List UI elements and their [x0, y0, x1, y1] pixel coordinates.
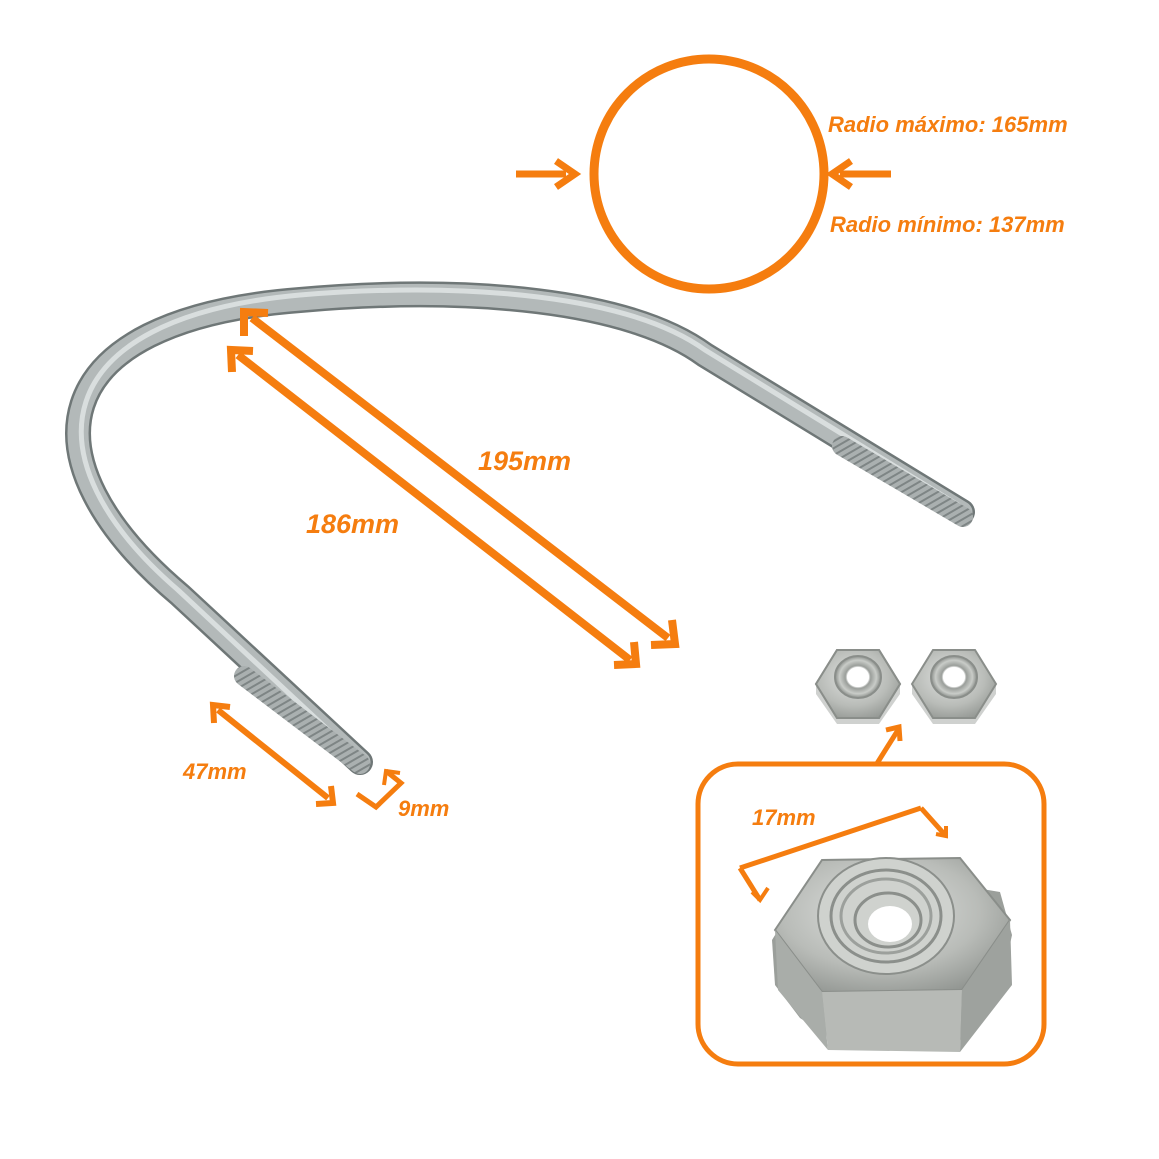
hex-nut-icon: [910, 649, 998, 724]
rod-diameter-label: 9mm: [398, 796, 449, 821]
u-bolt-icon: [65, 281, 975, 775]
inner-length-label: 186mm: [306, 509, 399, 539]
rod-diameter-dimension: 9mm: [355, 768, 449, 821]
right-thread: [832, 436, 973, 527]
nut-width-label: 17mm: [752, 805, 816, 830]
left-pointer-arrow: [516, 158, 582, 190]
outer-length-label: 195mm: [478, 446, 571, 476]
min-radius-label: Radio mínimo: 137mm: [830, 212, 1065, 237]
zoom-pointer-arrow: [873, 723, 903, 767]
left-thread: [234, 666, 370, 774]
hex-nut-large-icon: [772, 856, 1012, 1052]
nut-detail-box: 17mm: [695, 761, 1047, 1067]
thread-length-dimension: 47mm: [182, 701, 337, 807]
nut-width-dimension: 17mm: [737, 805, 948, 904]
inner-length-dimension: 186mm: [226, 345, 641, 669]
max-radius-label: Radio máximo: 165mm: [828, 112, 1068, 137]
right-pointer-arrow: [825, 158, 891, 190]
pipe-diameter-group: Radio máximo: 165mm Radio mínimo: 137mm: [516, 54, 1068, 294]
hex-nut-icon: [814, 649, 902, 724]
thread-length-label: 47mm: [182, 759, 247, 784]
pipe-circle-icon: [589, 54, 829, 294]
outer-length-dimension: 195mm: [240, 307, 680, 649]
